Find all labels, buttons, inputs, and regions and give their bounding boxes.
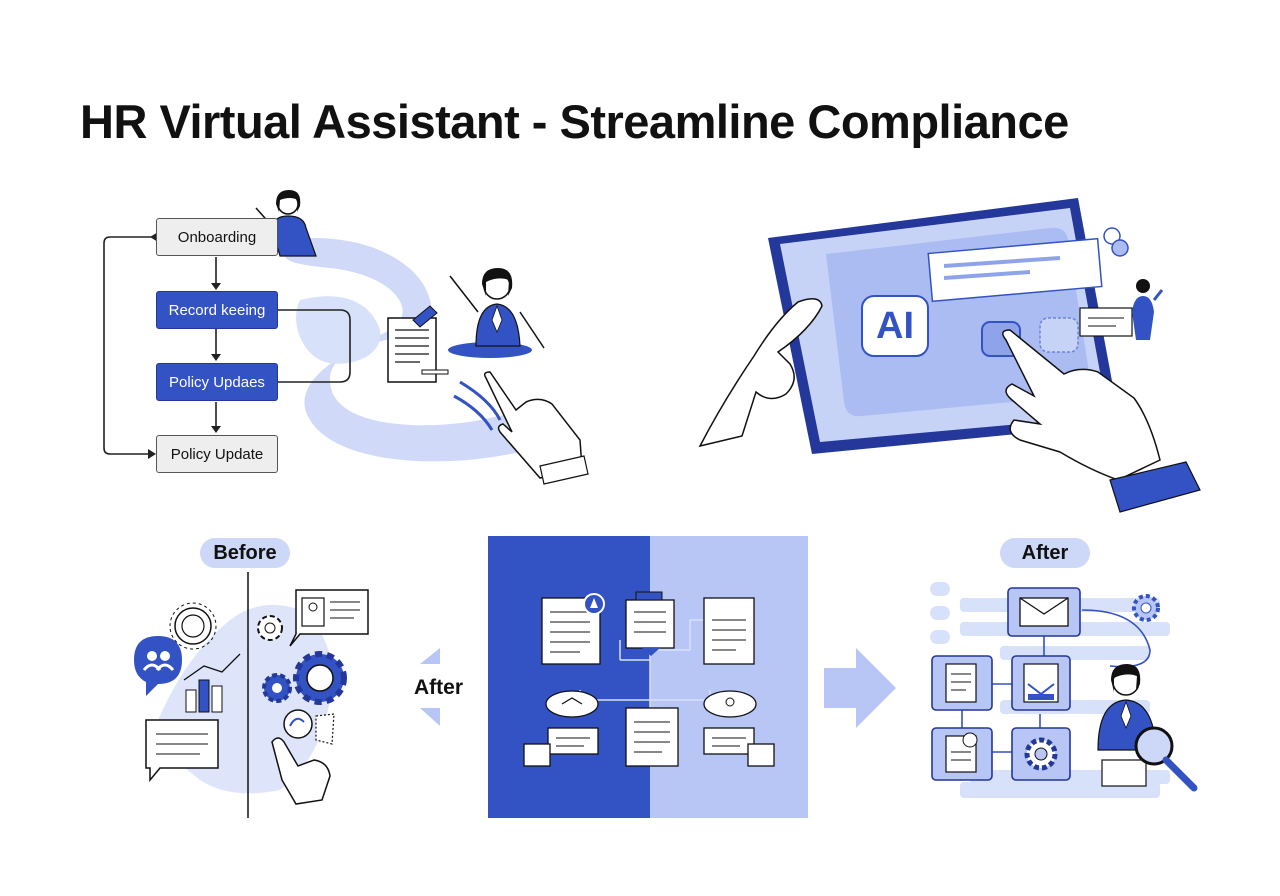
pointing-hand-icon: [453, 371, 589, 485]
comparison-arrows: [420, 648, 896, 728]
comparison-panel: [488, 536, 808, 818]
page-title: HR Virtual Assistant - Streamline Compli…: [80, 95, 1069, 148]
tablet-device: [768, 198, 1133, 454]
before-label: Before: [200, 538, 290, 568]
small-person-icon: [1132, 279, 1164, 340]
ai-logo: AI: [876, 304, 914, 347]
workflow-step-record-keeping: Record keeing: [156, 291, 278, 329]
after-panel: [930, 582, 1198, 798]
analyst-person-icon: [1097, 664, 1198, 792]
cheering-person-icon: [448, 268, 545, 358]
bar-chart-icon: [183, 653, 241, 713]
workflow-step-policy-updates: Policy Updaes: [156, 363, 278, 401]
right-hand-icon: [1002, 329, 1201, 513]
left-hand-icon: [698, 298, 823, 448]
document-icon: [387, 305, 449, 383]
workflow-step-onboarding: Onboarding: [156, 218, 278, 256]
after-label: After: [1000, 538, 1090, 568]
before-panel: [134, 572, 369, 818]
middle-after-label: After: [414, 676, 464, 699]
workflow-step-policy-update: Policy Update: [156, 435, 278, 473]
